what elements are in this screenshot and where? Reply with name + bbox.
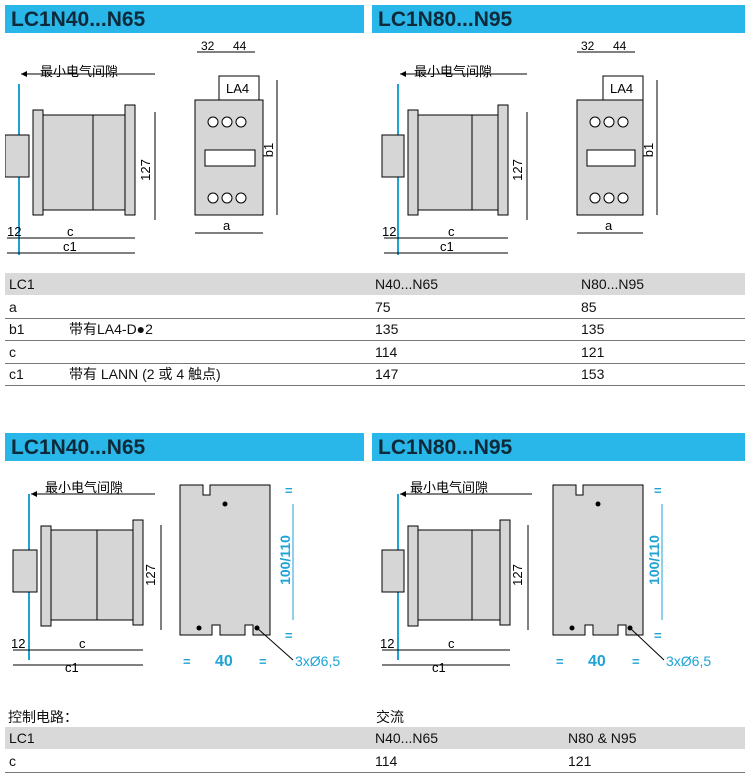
dim-12: 12 [7,224,21,239]
section-title-lc1n80-n95-top: LC1N80...N95 [372,5,745,33]
row-col2: 135 [581,321,605,337]
equal-mark: = [556,654,564,669]
dim-40: 40 [215,653,233,670]
dim-127: 127 [510,564,525,586]
section-title-lc1n40-n65-top: LC1N40...N65 [5,5,364,33]
dim-12: 12 [11,636,25,651]
table2-header-col1: N40...N65 [375,730,439,746]
equal-mark: = [654,628,662,643]
table1-header-row: LC1 N40...N65 N80...N95 [5,273,745,295]
section-title-lc1n80-n95-bottom: LC1N80...N95 [372,433,745,461]
dim-100-110: 100/110 [277,535,293,585]
dim-12: 12 [380,636,394,651]
table1-row-a: a 75 85 [5,296,745,318]
equal-mark: = [183,654,191,669]
table1-divider [5,318,745,319]
row-col1: 147 [375,366,399,382]
table2-caption-control-circuit: 控制电路： [8,709,78,725]
clearance-label: 最小电气间隙 [45,480,123,495]
table1-divider [5,363,745,364]
dim-b1: b1 [261,143,276,157]
dim-100-110: 100/110 [646,535,662,585]
dim-c: c [448,636,455,651]
side-view-drawing-n40-bottom: 最小电气间隙 127 c c1 12 [5,470,175,675]
clearance-label: 最小电气间隙 [40,64,118,79]
table1-divider [5,340,745,341]
clearance-label: 最小电气间隙 [410,480,488,495]
table2-caption-ac: 交流 [376,709,404,725]
dim-c1: c1 [63,239,77,254]
row-col1: 114 [375,344,398,360]
dim-c1: c1 [65,660,79,675]
mounting-drawing-n80-bottom: = 100/110 = = 40 = 3xØ6,5 [548,470,745,675]
table2-divider [5,772,745,773]
dim-127: 127 [138,159,153,181]
dim-44: 44 [613,40,627,53]
row-note: 带有LA4-D●2 [69,321,153,337]
dim-c1: c1 [432,660,446,675]
table1-row-c: c 114 121 [5,341,745,363]
row-col2: 153 [581,366,605,382]
row-col1: 135 [375,321,399,337]
row-label: c [9,344,16,360]
row-col2: 85 [581,299,597,315]
table2-header-col2: N80 & N95 [568,730,637,746]
dim-32: 32 [581,40,595,53]
equal-mark: = [259,654,267,669]
table1-row-c1: c1 带有 LANN (2 或 4 触点) 147 153 [5,363,745,385]
equal-mark: = [654,483,662,498]
dim-12: 12 [382,224,396,239]
dim-c: c [67,224,74,239]
dim-44: 44 [233,40,247,53]
table2-row-c: c 114 121 [5,750,745,772]
table1-header-col1: N40...N65 [375,276,439,292]
row-label: c1 [9,366,24,382]
row-label: b1 [9,321,25,337]
la4-label: LA4 [610,81,633,96]
clearance-label: 最小电气间隙 [414,64,492,79]
row-col2: 121 [568,753,592,769]
dim-a: a [605,218,613,233]
side-view-drawing-n40-top: 最小电气间隙 127 c c1 12 [5,40,175,265]
equal-mark: = [632,654,640,669]
row-label: a [9,299,17,315]
table1-header-label: LC1 [9,276,35,292]
table2-header-label: LC1 [9,730,35,746]
dim-c: c [448,224,455,239]
dim-b1: b1 [641,143,656,157]
table1-divider [5,385,745,386]
front-view-drawing-n80-top: 32 44 LA4 b1 a [565,40,675,240]
front-view-drawing-n40-top: 32 44 LA4 b1 a [185,40,295,240]
table1-row-b1: b1 带有LA4-D●2 135 135 [5,318,745,340]
row-col1: 75 [375,299,391,315]
dim-c: c [79,636,86,651]
dim-127: 127 [143,564,158,586]
row-note: 带有 LANN (2 或 4 触点) [69,366,221,382]
row-label: c [9,753,16,769]
holes-label: 3xØ6,5 [295,653,340,669]
side-view-drawing-n80-bottom: 最小电气间隙 127 c c1 12 [372,470,542,675]
row-col1: 114 [375,753,398,769]
dim-c1: c1 [440,239,454,254]
row-col2: 121 [581,344,605,360]
mounting-drawing-n40-bottom: = 100/110 = = 40 = 3xØ6,5 [175,470,365,675]
equal-mark: = [285,628,293,643]
holes-label: 3xØ6,5 [666,653,711,669]
table2-header-row: LC1 N40...N65 N80 & N95 [5,727,745,749]
side-view-drawing-n80-top: 最小电气间隙 127 c c1 12 [372,40,542,265]
la4-label: LA4 [226,81,249,96]
equal-mark: = [285,483,293,498]
table1-header-col2: N80...N95 [581,276,645,292]
dim-40: 40 [588,653,606,670]
dim-127: 127 [510,159,525,181]
dim-32: 32 [201,40,215,53]
section-title-lc1n40-n65-bottom: LC1N40...N65 [5,433,364,461]
dim-a: a [223,218,231,233]
